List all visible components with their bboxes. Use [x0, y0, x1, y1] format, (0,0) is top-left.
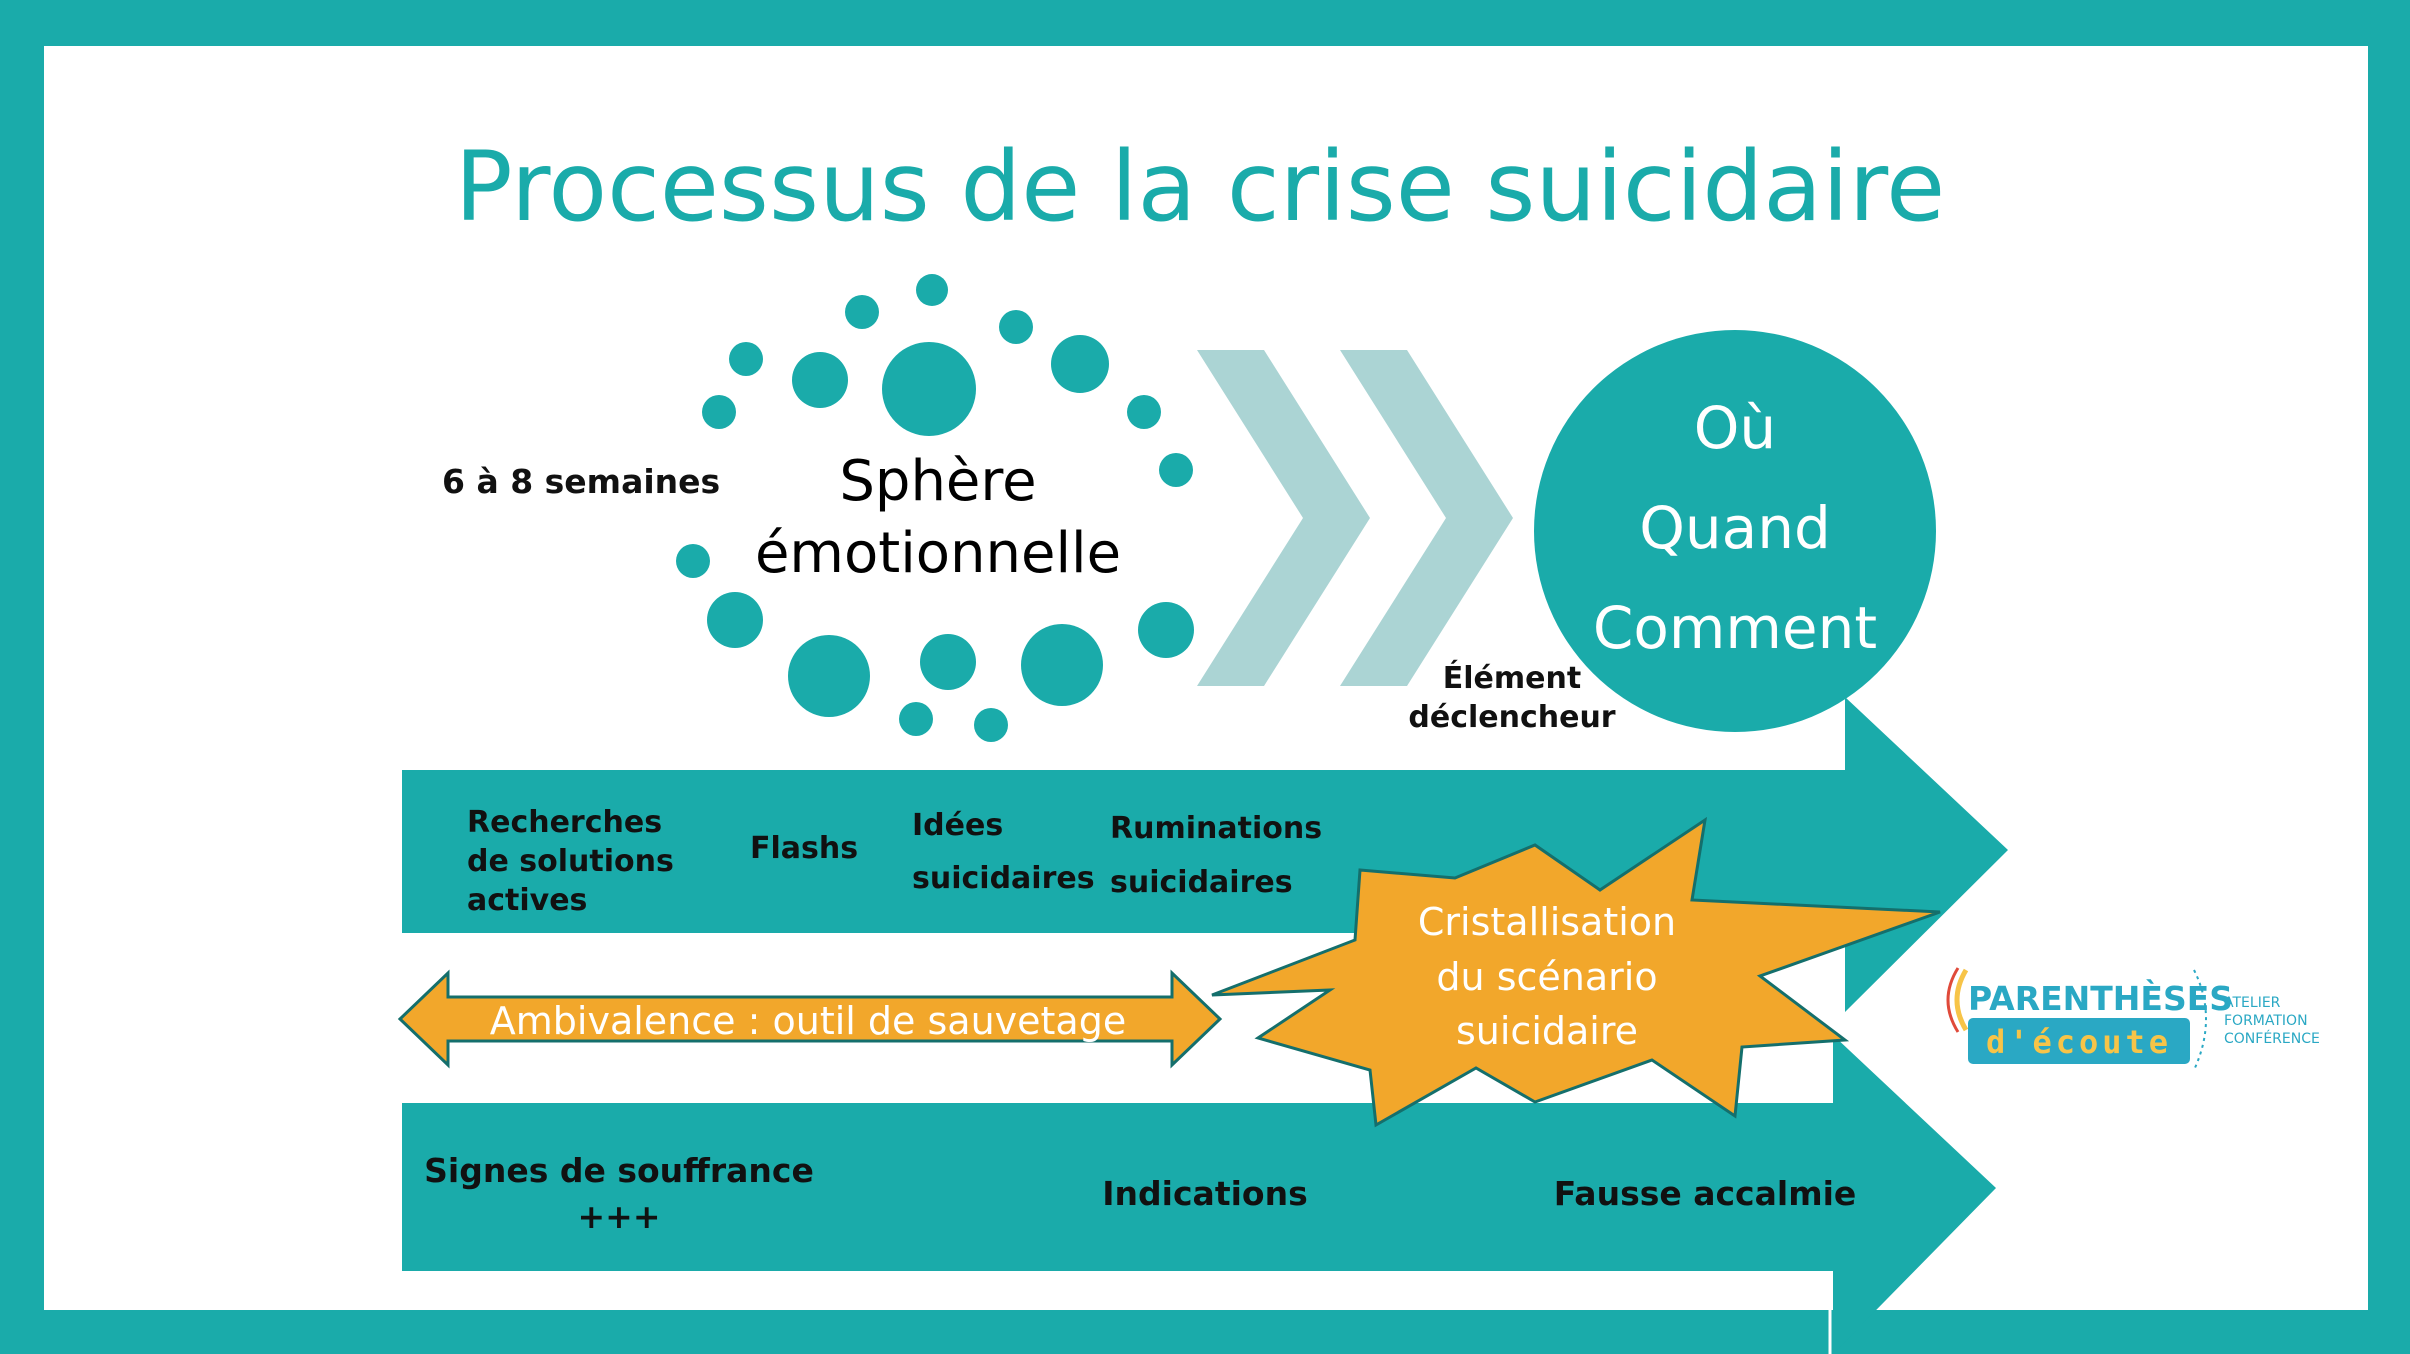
logo-tagline-3: CONFÉRENCE: [2224, 1030, 2320, 1047]
chevron-arrows-icon: [1197, 350, 1513, 686]
sphere-label-line2: émotionnelle: [755, 521, 1121, 586]
starburst-line3: suicidaire: [1456, 1009, 1638, 1053]
trigger-label-line2: déclencheur: [1408, 700, 1615, 735]
step-ideas-line2: suicidaires: [912, 861, 1095, 896]
top-process-arrow: [402, 697, 2008, 1012]
crystallization-starburst: [1211, 816, 1941, 1128]
step-ruminations-line1: Ruminations: [1110, 811, 1322, 846]
logo-sub-text: d'écoute: [1986, 1023, 2172, 1061]
starburst-line2: du scénario: [1436, 955, 1657, 999]
step-solutions-line2: de solutions: [467, 844, 674, 879]
circle-label-line3: Comment: [1593, 594, 1877, 662]
circle-label-line2: Quand: [1639, 494, 1831, 562]
bottom-process-arrow: [402, 1035, 1996, 1354]
step-suffering-line2: +++: [578, 1197, 661, 1236]
logo-tagline-1: ATELIER: [2224, 995, 2281, 1011]
where-when-how-circle: [1534, 330, 1936, 732]
parentheses-ecoute-logo: PARENTHÈSES d'écoute ATELIER FORMATION C…: [1946, 967, 2320, 1071]
step-flashs: Flashs: [750, 831, 858, 866]
step-ruminations-line2: suicidaires: [1110, 865, 1293, 900]
step-indications: Indications: [1102, 1174, 1307, 1213]
logo-main-text: PARENTHÈSES: [1968, 978, 2233, 1018]
logo-tagline-2: FORMATION: [2224, 1013, 2308, 1029]
step-suffering-line1: Signes de souffrance: [424, 1151, 814, 1190]
sphere-label-line1: Sphère: [839, 449, 1036, 514]
step-false-calm: Fausse accalmie: [1554, 1174, 1857, 1213]
circle-label-line1: Où: [1694, 394, 1776, 462]
logo-badge: [1968, 1018, 2190, 1064]
step-solutions-line3: actives: [467, 883, 587, 918]
emotional-sphere-dots: [676, 274, 1194, 742]
ambivalence-label: Ambivalence : outil de sauvetage: [490, 999, 1126, 1043]
starburst-line1: Cristallisation: [1418, 900, 1676, 944]
trigger-label-line1: Élément: [1443, 660, 1581, 696]
ambivalence-double-arrow: [397, 969, 1223, 1069]
page-title: Processus de la crise suicidaire: [455, 131, 1945, 243]
duration-label: 6 à 8 semaines: [442, 462, 720, 501]
step-solutions-line1: Recherches: [467, 805, 662, 840]
step-ideas-line1: Idées: [912, 808, 1003, 843]
